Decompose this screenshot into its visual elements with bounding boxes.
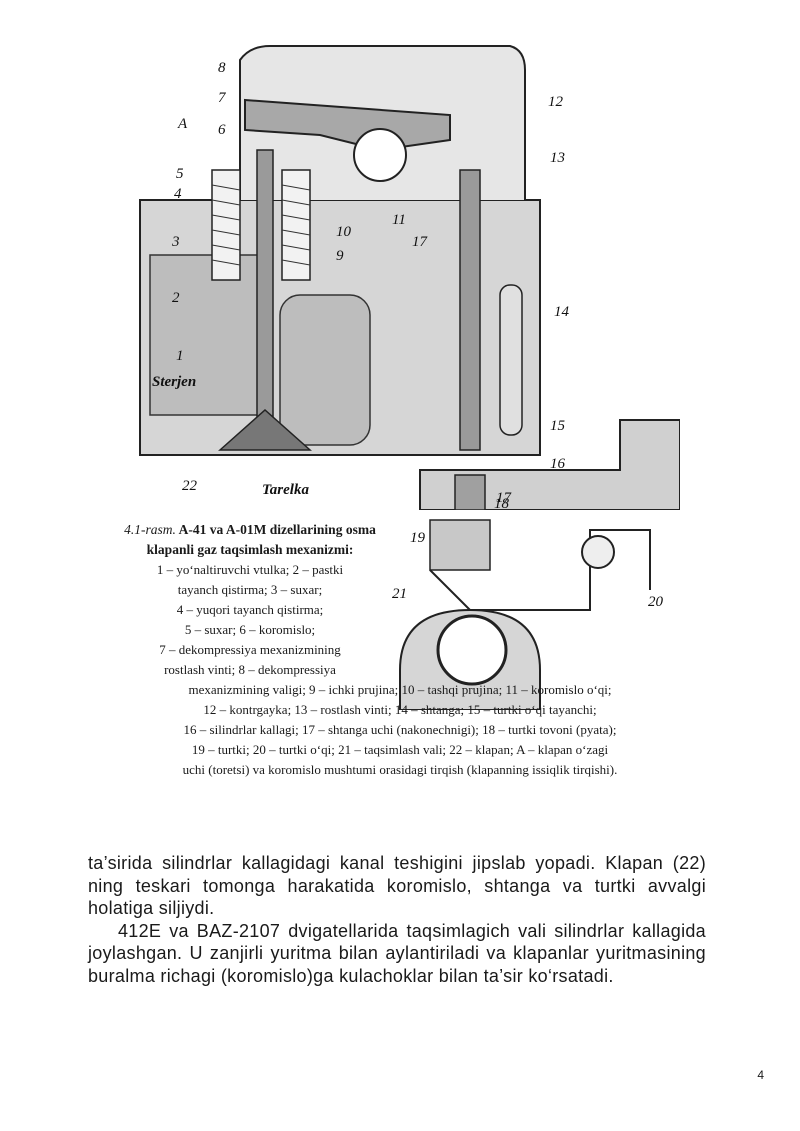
label-11: 11 — [392, 212, 406, 228]
port-right — [279, 294, 371, 446]
tappet-body — [429, 519, 491, 571]
label-7: 7 — [218, 90, 227, 106]
caption-line: uchi (toretsi) va koromislo mushtumi ora… — [182, 762, 618, 777]
label-8: 8 — [218, 60, 226, 76]
valve-mechanism-drawing: 8 7 6 A 5 4 3 2 1 Sterjen 22 Tarelka 10 … — [139, 45, 680, 510]
label-20: 20 — [648, 594, 664, 610]
valve-head — [218, 408, 312, 451]
label-4: 4 — [174, 186, 182, 202]
tappet-arm — [429, 529, 651, 611]
caption-line: tayanch qistirma; 3 – suxar; — [177, 582, 323, 597]
caption-line: 5 – suxar; 6 – koromislo; — [184, 622, 316, 637]
valve-mechanism-figure: 8 7 6 A 5 4 3 2 1 Sterjen 22 Tarelka 10 … — [120, 40, 680, 510]
tappet-axle — [581, 535, 615, 569]
caption-title: 4.1-rasm. A-41 va A-01M dizellarining os… — [100, 520, 400, 560]
valve-springs — [211, 169, 311, 281]
caption-line: 12 – kontrgayka; 13 – rostlash vinti; 14… — [203, 702, 597, 717]
label-19: 19 — [410, 530, 426, 546]
caption-line: mexanizmining valigi; 9 – ichki prujina;… — [188, 682, 612, 697]
label-a: A — [177, 116, 188, 132]
figure-caption: 4.1-rasm. A-41 va A-01M dizellarining os… — [90, 520, 710, 780]
caption-line: 19 – turtki; 20 – turtki o‘qi; 21 – taqs… — [191, 742, 609, 757]
page-number: 4 — [757, 1068, 764, 1082]
tappet-detail-drawing: 18 19 21 20 — [392, 496, 664, 710]
label-22: 22 — [182, 478, 198, 494]
tappet — [454, 474, 486, 510]
caption-line: 4 – yuqori tayanch qistirma; — [176, 602, 324, 617]
label-9: 9 — [336, 248, 344, 264]
label-10: 10 — [336, 224, 352, 240]
valve-stem — [256, 149, 274, 446]
label-6: 6 — [218, 122, 226, 138]
label-14: 14 — [554, 304, 570, 320]
label-12: 12 — [548, 94, 564, 110]
label-15: 15 — [550, 418, 566, 434]
rocker-shaft — [353, 128, 407, 182]
label-17-lower: 17 — [496, 490, 513, 506]
paragraph: ta’sirida silindrlar kallagidagi kanal t… — [88, 853, 706, 918]
label-tarelka: Tarelka — [262, 482, 309, 498]
label-3: 3 — [171, 234, 180, 250]
label-17-upper: 17 — [412, 234, 429, 250]
label-21: 21 — [392, 586, 407, 602]
paragraph: 412E va BAZ-2107 dvigatellarida taqsimla… — [88, 920, 706, 986]
caption-line: 1 – yo‘naltiruvchi vtulka; 2 – pastki — [156, 562, 344, 577]
port-left — [149, 254, 261, 416]
push-rod — [459, 169, 481, 451]
camshaft — [436, 614, 508, 686]
caption-title-text: A-41 va A-01M dizellarining osma klapanl… — [146, 522, 376, 557]
label-5: 5 — [176, 166, 184, 182]
label-2: 2 — [172, 290, 180, 306]
oil-channel — [499, 284, 523, 436]
label-16: 16 — [550, 456, 566, 472]
label-18: 18 — [494, 496, 510, 512]
label-1: 1 — [176, 348, 184, 364]
label-13: 13 — [550, 150, 565, 166]
body-text: ta’sirida silindrlar kallagidagi kanal t… — [88, 852, 706, 987]
caption-number: 4.1-rasm. — [124, 522, 176, 537]
caption-line: 7 – dekompressiya mexanizmining — [159, 642, 341, 657]
caption-line: rostlash vinti; 8 – dekompressiya — [164, 662, 336, 677]
caption-line: 16 – silindrlar kallagi; 17 – shtanga uc… — [183, 722, 617, 737]
label-sterjen: Sterjen — [152, 374, 196, 390]
